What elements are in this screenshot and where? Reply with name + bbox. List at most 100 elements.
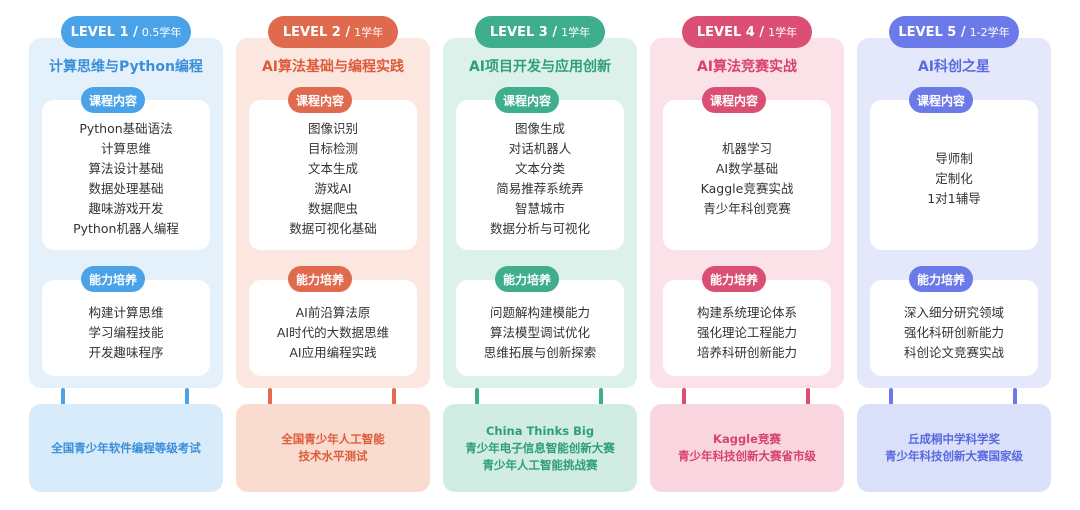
course-content-item: 1对1辅导 bbox=[927, 191, 981, 206]
level-4-competitions: Kaggle竞赛青少年科技创新大赛省市级 bbox=[650, 404, 844, 492]
ability-card: AI前沿算法原 AI时代的大数据思维 AI应用编程实践 bbox=[249, 280, 417, 376]
course-content-item: 定制化 bbox=[935, 171, 973, 186]
ability-card: 构建系统理论体系强化理论工程能力培养科研创新能力 bbox=[663, 280, 831, 376]
ability-item: 强化科研创新能力 bbox=[903, 325, 1004, 340]
ability-list: AI前沿算法原 AI时代的大数据思维 AI应用编程实践 bbox=[249, 298, 417, 368]
level-2-tab: LEVEL 2 /1学年 bbox=[268, 16, 398, 48]
course-content-item: Kaggle竞赛实战 bbox=[700, 181, 794, 196]
competition-name: 青少年科技创新大赛国家级 bbox=[885, 449, 1023, 463]
level-duration: 1学年 bbox=[561, 26, 591, 39]
connector-line bbox=[889, 388, 893, 410]
level-2-title: AI算法基础与编程实践 bbox=[261, 59, 405, 75]
course-content-label: 课程内容 bbox=[702, 87, 766, 113]
course-content-item: 青少年科创竞赛 bbox=[703, 201, 791, 216]
level-3-competitions: China Thinks Big 青少年电子信息智能创新大赛青少年人工智能挑战赛 bbox=[443, 404, 637, 492]
competition-name: 全国青少年软件编程等级考试 bbox=[51, 440, 201, 455]
ability-label: 能力培养 bbox=[702, 266, 766, 292]
competition-name: 技术水平测试 bbox=[298, 449, 368, 463]
ability-item: AI前沿算法原 bbox=[295, 305, 371, 320]
ability-card: 问题解构建模能力算法模型调试优化思维拓展与创新探索 bbox=[456, 280, 624, 376]
competition-name: Kaggle竞赛 bbox=[713, 432, 781, 446]
level-duration: 0.5学年 bbox=[141, 26, 182, 39]
course-content-label: 课程内容 bbox=[495, 87, 559, 113]
level-4-tab: LEVEL 4 /1学年 bbox=[682, 16, 812, 48]
course-content-item: 简易推荐系统弄 bbox=[496, 181, 584, 196]
ability-item: 科创论文竞赛实战 bbox=[903, 345, 1004, 360]
course-content-item: AI数学基础 bbox=[715, 161, 779, 176]
level-tab-label: LEVEL 5 / bbox=[898, 24, 966, 40]
level-4-title: AI算法竞赛实战 bbox=[696, 59, 798, 75]
course-content-label: 课程内容 bbox=[909, 87, 973, 113]
course-content-label: 课程内容 bbox=[81, 87, 145, 113]
course-content-item: 趣味游戏开发 bbox=[88, 201, 164, 216]
course-content-item: 智慧城市 bbox=[514, 201, 565, 216]
ability-item: 学习编程技能 bbox=[88, 325, 164, 340]
level-tab-label: LEVEL 1 / bbox=[70, 24, 138, 40]
course-content-item: Python机器人编程 bbox=[73, 221, 179, 236]
level-tab-label: LEVEL 3 / bbox=[489, 24, 558, 40]
ability-list: 构建系统理论体系强化理论工程能力培养科研创新能力 bbox=[663, 298, 831, 368]
connector-line bbox=[1013, 388, 1017, 410]
course-content-item: 图像识别 bbox=[307, 121, 358, 136]
course-content-label: 课程内容 bbox=[288, 87, 352, 113]
course-content-card: 图像生成对话机器人文本分类简易推荐系统弄智慧城市数据分析与可视化 bbox=[456, 100, 624, 250]
competition-name: 全国青少年人工智能 bbox=[281, 432, 385, 446]
ability-item: 培养科研创新能力 bbox=[696, 345, 797, 360]
ability-item: 思维拓展与创新探索 bbox=[483, 345, 597, 360]
course-content-item: 机器学习 bbox=[721, 141, 772, 156]
course-content-item: 文本生成 bbox=[307, 161, 358, 176]
course-content-item: 数据可视化基础 bbox=[289, 221, 377, 236]
connector-line bbox=[392, 388, 396, 410]
course-content-item: 数据爬虫 bbox=[307, 201, 358, 216]
ability-item: 深入细分研究领域 bbox=[903, 305, 1004, 320]
course-content-item: 数据分析与可视化 bbox=[489, 221, 590, 236]
level-tab-label: LEVEL 2 / bbox=[282, 24, 351, 40]
ability-item: 开发趣味程序 bbox=[88, 345, 164, 360]
level-duration: 1学年 bbox=[768, 26, 798, 39]
level-2-competitions: 全国青少年人工智能技术水平测试 bbox=[236, 404, 430, 492]
ability-item: 构建系统理论体系 bbox=[696, 305, 797, 320]
course-content-item: 图像生成 bbox=[514, 121, 565, 136]
ability-list: 构建计算思维学习编程技能开发趣味程序 bbox=[42, 298, 210, 368]
competition-name: China Thinks Big bbox=[485, 423, 595, 438]
level-duration: 1学年 bbox=[354, 26, 384, 39]
ability-label: 能力培养 bbox=[909, 266, 973, 292]
competition-name: 青少年人工智能挑战赛 bbox=[482, 457, 598, 472]
course-content-item: 数据处理基础 bbox=[88, 181, 164, 196]
connector-line bbox=[268, 388, 272, 410]
course-content-list: 图像生成对话机器人文本分类简易推荐系统弄智慧城市数据分析与可视化 bbox=[456, 116, 624, 242]
connector-line bbox=[61, 388, 65, 410]
competition-name: 青少年电子信息智能创新大赛 bbox=[465, 440, 615, 455]
ability-item: 算法模型调试优化 bbox=[489, 325, 590, 340]
level-1-title: 计算思维与Python编程 bbox=[49, 59, 203, 75]
level-5-tab: LEVEL 5 /1-2学年 bbox=[889, 16, 1019, 48]
connector-line bbox=[599, 388, 603, 410]
ability-item: 构建计算思维 bbox=[88, 305, 164, 320]
ability-item: AI应用编程实践 bbox=[289, 345, 377, 360]
connector-line bbox=[185, 388, 189, 410]
ability-item: 强化理论工程能力 bbox=[696, 325, 797, 340]
level-1-tab: LEVEL 1 /0.5学年 bbox=[61, 16, 191, 48]
level-3-tab: LEVEL 3 /1学年 bbox=[475, 16, 605, 48]
level-1-competitions: 全国青少年软件编程等级考试 bbox=[29, 404, 223, 492]
ability-item: 问题解构建模能力 bbox=[489, 305, 590, 320]
ability-list: 深入细分研究领域强化科研创新能力科创论文竞赛实战 bbox=[870, 298, 1038, 368]
course-content-item: 游戏AI bbox=[314, 181, 352, 196]
ability-list: 问题解构建模能力算法模型调试优化思维拓展与创新探索 bbox=[456, 298, 624, 368]
level-tab-label: LEVEL 4 / bbox=[696, 24, 765, 40]
ability-item: AI时代的大数据思维 bbox=[276, 325, 390, 340]
course-content-card: 机器学习 AI数学基础 Kaggle竞赛实战青少年科创竞赛 bbox=[663, 100, 831, 250]
ability-card: 深入细分研究领域强化科研创新能力科创论文竞赛实战 bbox=[870, 280, 1038, 376]
course-content-item: 计算思维 bbox=[100, 141, 151, 156]
ability-label: 能力培养 bbox=[81, 266, 145, 292]
ability-label: 能力培养 bbox=[288, 266, 352, 292]
course-content-item: 文本分类 bbox=[514, 161, 565, 176]
